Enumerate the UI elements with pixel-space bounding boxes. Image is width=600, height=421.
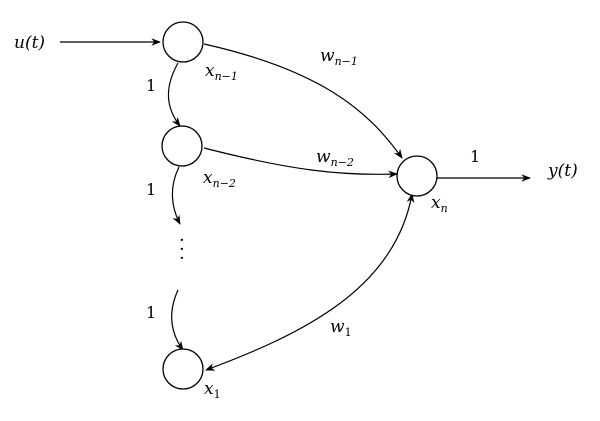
chain-edge-1 [167, 62, 181, 127]
output-gain-label: 1 [470, 147, 480, 166]
weight-label-n-1: wn−1 [320, 46, 358, 68]
chain-gain-3: 1 [146, 303, 156, 322]
node-label-x-1: x1 [204, 379, 221, 401]
output-label: y(t) [547, 161, 578, 181]
weight-label-n-2: wn−2 [316, 147, 354, 169]
weight-label-1: w1 [330, 317, 352, 339]
node-x-n-2 [161, 125, 203, 167]
node-x-n-1 [162, 21, 204, 63]
vertical-ellipsis: ··· [179, 230, 185, 269]
chain-edge-3 [171, 289, 184, 351]
input-label: u(t) [14, 33, 45, 53]
chain-gain-1: 1 [146, 76, 156, 95]
weight-edge-1 [205, 193, 415, 371]
node-label-x-n-2: xn−2 [203, 168, 236, 190]
weight-edge-n-1 [203, 43, 403, 159]
node-label-x-n: xn [431, 193, 448, 215]
node-label-x-n-1: xn−1 [205, 61, 238, 83]
node-x-1 [162, 348, 204, 390]
weight-edge-n-2 [203, 147, 398, 179]
chain-gain-2: 1 [146, 180, 156, 199]
node-x-n [396, 155, 438, 197]
chain-edge-2 [171, 166, 181, 225]
